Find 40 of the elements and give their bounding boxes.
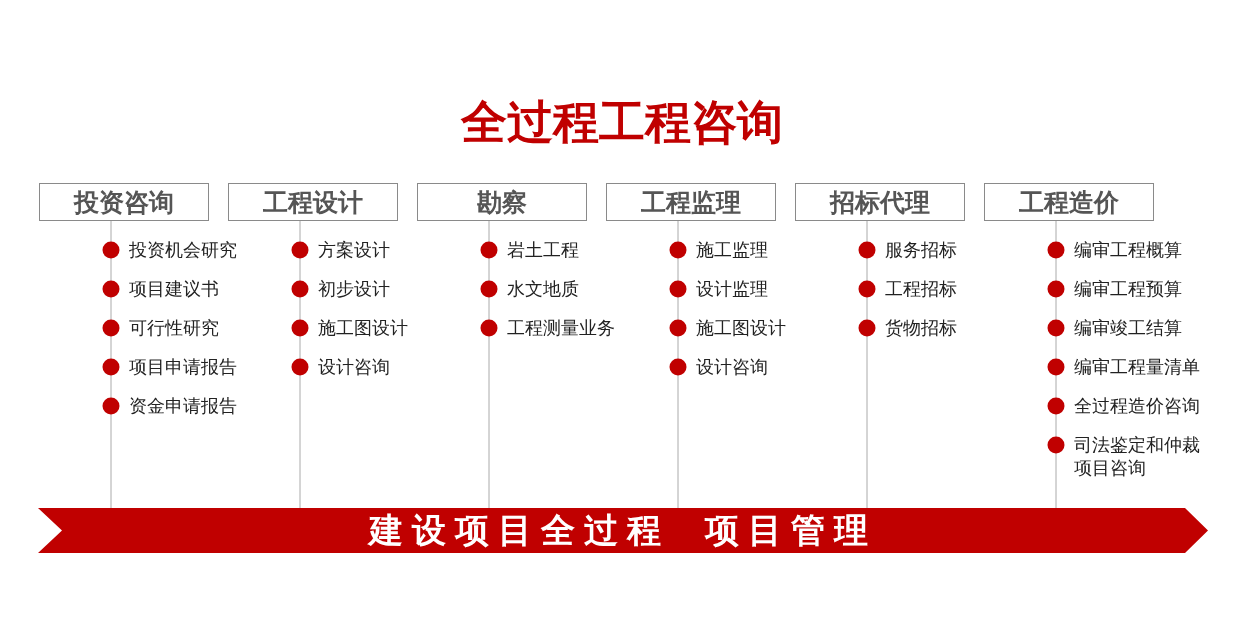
category-box: 工程监理 — [606, 183, 776, 221]
category-box: 工程造价 — [984, 183, 1154, 221]
list-item: 编审工程预算 — [1074, 277, 1183, 300]
list-item: 编审工程概算 — [1074, 238, 1183, 261]
list-item: 设计咨询 — [318, 355, 391, 378]
list-item: 设计监理 — [696, 277, 769, 300]
category-box: 工程设计 — [228, 183, 398, 221]
list-item: 设计咨询 — [696, 355, 769, 378]
list-item: 初步设计 — [318, 277, 391, 300]
list-item: 方案设计 — [318, 238, 391, 261]
list-item: 服务招标 — [885, 238, 958, 261]
list-item: 编审竣工结算 — [1074, 316, 1183, 339]
connector-line — [299, 220, 301, 509]
list-item: 工程招标 — [885, 277, 958, 300]
connector-line — [677, 220, 679, 509]
list-item: 全过程造价咨询 — [1074, 394, 1201, 417]
list-item: 水文地质 — [507, 277, 580, 300]
connector-line — [866, 220, 868, 509]
list-item: 编审工程量清单 — [1074, 355, 1201, 378]
connector-line — [488, 220, 490, 509]
list-item: 施工监理 — [696, 238, 769, 261]
list-item: 货物招标 — [885, 316, 958, 339]
list-item: 可行性研究 — [129, 316, 220, 339]
diagram-title: 全过程工程咨询 — [459, 94, 784, 151]
connector-line — [1055, 220, 1057, 509]
category-box: 招标代理 — [795, 183, 965, 221]
banner-text: 建设项目全过程 项目管理 — [369, 508, 877, 552]
list-item: 资金申请报告 — [129, 394, 238, 417]
category-box: 投资咨询 — [39, 183, 209, 221]
arrow-banner — [38, 508, 1208, 553]
list-item: 施工图设计 — [696, 316, 787, 339]
list-item: 施工图设计 — [318, 316, 409, 339]
list-item: 岩土工程 — [507, 238, 580, 261]
connector-line — [110, 220, 112, 509]
list-item: 项目申请报告 — [129, 355, 238, 378]
list-item: 司法鉴定和仲裁项目咨询 — [1074, 433, 1201, 479]
list-item: 项目建议书 — [129, 277, 220, 300]
list-item: 工程测量业务 — [507, 316, 616, 339]
list-item: 投资机会研究 — [129, 238, 238, 261]
category-box: 勘察 — [417, 183, 587, 221]
